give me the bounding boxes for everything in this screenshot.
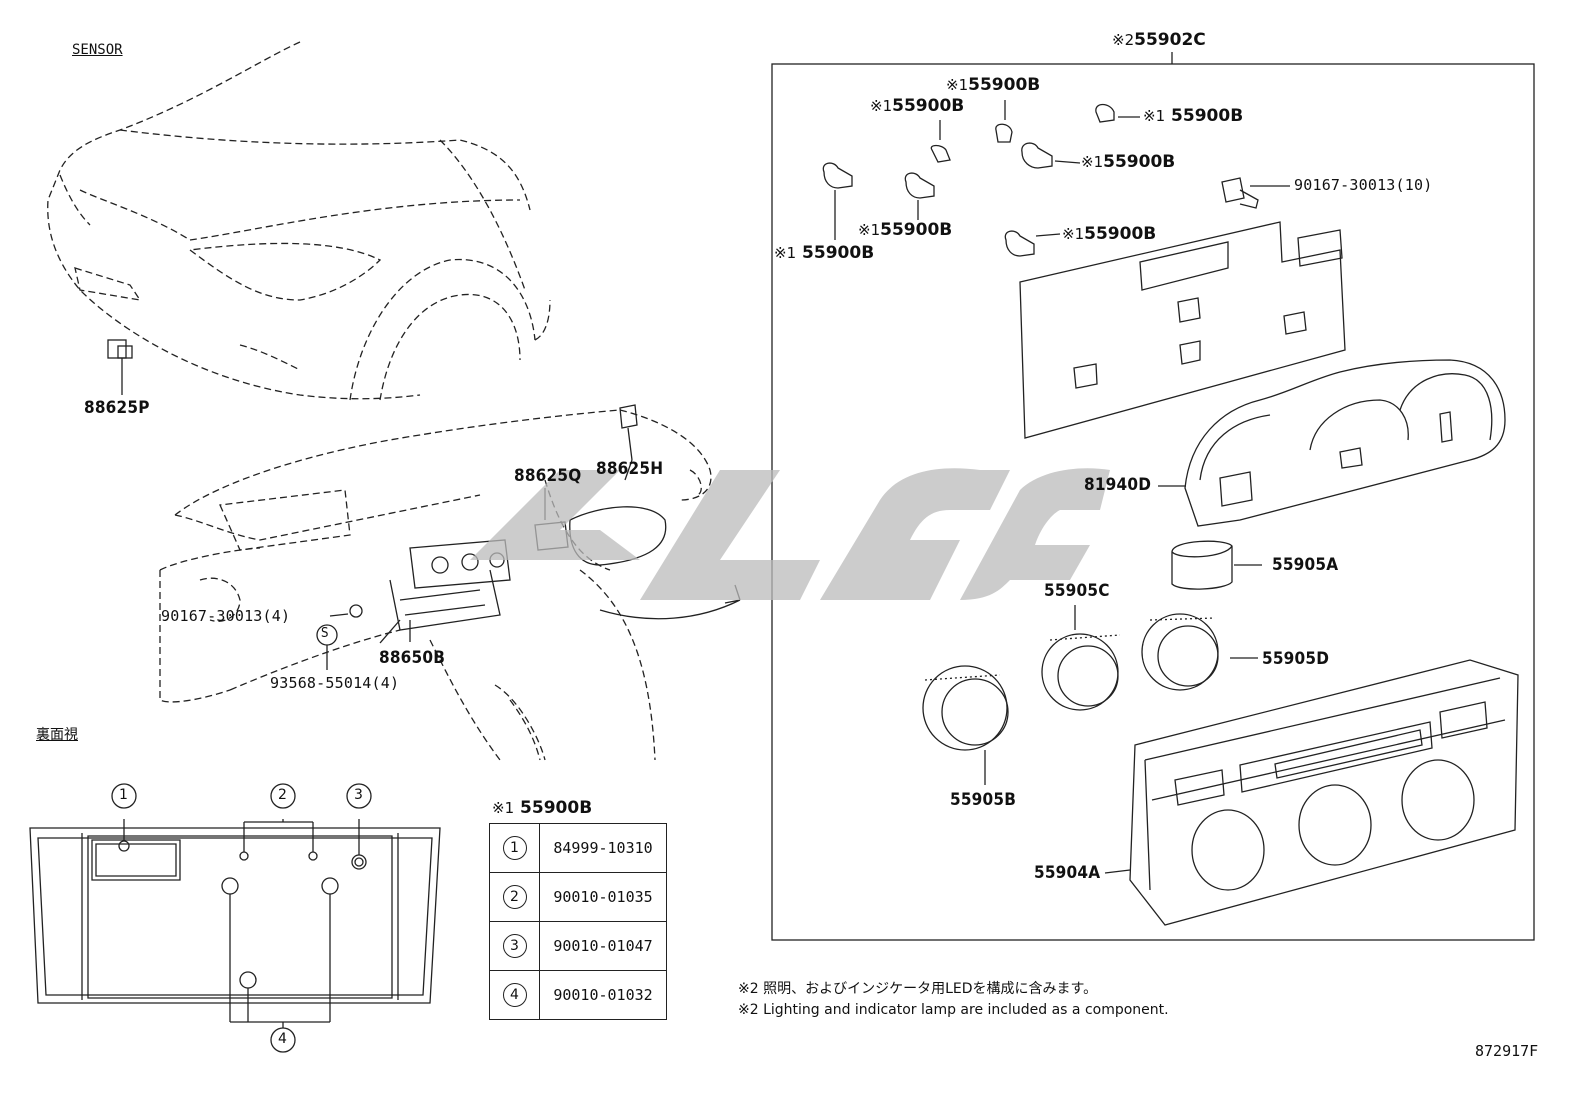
section-rear-view: 裏面視 [36, 727, 78, 743]
part-label-90167-4[interactable]: 90167-30013(4) [161, 607, 291, 625]
bulb-label-5[interactable]: ※155900B [858, 222, 952, 239]
exploded-view-box [771, 63, 1535, 941]
bulb-label-4[interactable]: ※155900B [1081, 154, 1175, 171]
part-label-55904a[interactable]: 55904A [1034, 863, 1101, 883]
part-label-88650b[interactable]: 88650B [379, 648, 446, 668]
part-label-88625q[interactable]: 88625Q [514, 466, 582, 486]
button-drawing [1171, 540, 1262, 590]
part-label-90167-10[interactable]: 90167-30013(10) [1294, 176, 1433, 194]
watermark-logo [470, 468, 1110, 600]
bulbs-drawing [822, 100, 1290, 257]
row-number: 2 [502, 885, 527, 909]
row-number: 4 [502, 983, 527, 1007]
callout-2: 2 [278, 787, 287, 803]
bulb-table: 1 84999-10310 2 90010-01035 3 90010-0104… [489, 823, 667, 1020]
table-cell-no: 3 [489, 921, 540, 971]
part-number: 55900B [1171, 106, 1244, 126]
bulb-label-3[interactable]: ※1 55900B [1143, 108, 1243, 125]
table-cell-part[interactable]: 90010-01035 [539, 872, 667, 922]
bulb-label-1[interactable]: ※155900B [946, 77, 1040, 94]
part-label-81940d[interactable]: 81940D [1084, 475, 1152, 495]
mark-1: ※1 [1143, 107, 1166, 125]
bulb-label-6[interactable]: ※155900B [1062, 226, 1156, 243]
part-label-55905b[interactable]: 55905B [950, 790, 1017, 810]
knobs-drawing [922, 605, 1258, 785]
table-cell-no: 4 [489, 970, 540, 1020]
row-number: 1 [502, 836, 527, 860]
mark-1: ※1 [774, 244, 797, 262]
part-label-55902c[interactable]: ※255902C [1112, 32, 1206, 49]
screw-drawing [329, 604, 363, 618]
table-cell-no: 2 [489, 872, 540, 922]
part-number: 55900B [802, 243, 875, 263]
table-row: 4 90010-01032 [489, 970, 667, 1020]
part-label-55905d[interactable]: 55905D [1262, 649, 1330, 669]
sensor-88625p-drawing [107, 339, 133, 395]
rear-view-panel-drawing [29, 819, 441, 1028]
table-cell-part[interactable]: 90010-01032 [539, 970, 667, 1020]
mark-2: ※2 [1112, 31, 1135, 49]
part-number: 55900B [1103, 152, 1176, 172]
table-row: 3 90010-01047 [489, 921, 667, 971]
part-number: 55900B [968, 75, 1041, 95]
bulb-label-2[interactable]: ※155900B [870, 98, 964, 115]
note-japanese: ※2 照明、およびインジケータ用LEDを構成に含みます。 [738, 981, 1098, 997]
bulb-label-7[interactable]: ※1 55900B [774, 245, 874, 262]
mark-1: ※1 [858, 221, 881, 239]
part-label-88625h[interactable]: 88625H [596, 459, 664, 479]
part-label-93568[interactable]: 93568-55014(4) [270, 674, 400, 692]
mark-1: ※1 [870, 97, 893, 115]
mark-1: ※1 [1062, 225, 1085, 243]
section-sensor: SENSOR [72, 42, 123, 58]
table-row: 2 90010-01035 [489, 872, 667, 922]
faceplate-drawing [1104, 659, 1519, 926]
part-label-55905a[interactable]: 55905A [1272, 555, 1339, 575]
mark-1: ※1 [1081, 153, 1104, 171]
callout-4: 4 [278, 1031, 287, 1047]
callout-3: 3 [354, 787, 363, 803]
dashboard-drawing [159, 409, 712, 761]
note-english: ※2 Lighting and indicator lamp are inclu… [738, 1002, 1169, 1018]
table-cell-part[interactable]: 90010-01047 [539, 921, 667, 971]
diagram-code: 872917F [1475, 1042, 1539, 1060]
bulb-table-title: ※1 55900B [492, 800, 592, 817]
mark-1: ※1 [946, 76, 969, 94]
frame-drawing [1158, 359, 1506, 527]
table-cell-no: 1 [489, 823, 540, 873]
part-number: 55900B [520, 798, 593, 818]
row-number: 3 [502, 934, 527, 958]
callout-1: 1 [119, 787, 128, 803]
table-row: 1 84999-10310 [489, 823, 667, 873]
mark-1: ※1 [492, 799, 515, 817]
table-cell-part[interactable]: 84999-10310 [539, 823, 667, 873]
part-number: 55902C [1134, 30, 1206, 50]
circuit-board-drawing [1019, 221, 1346, 439]
part-label-55905c[interactable]: 55905C [1044, 581, 1110, 601]
part-number: 55900B [1084, 224, 1157, 244]
s-circle-label: S [321, 626, 329, 641]
part-number: 55900B [880, 220, 953, 240]
part-label-88625p[interactable]: 88625P [84, 398, 150, 418]
car-outline-drawing [47, 41, 551, 401]
part-number: 55900B [892, 96, 965, 116]
